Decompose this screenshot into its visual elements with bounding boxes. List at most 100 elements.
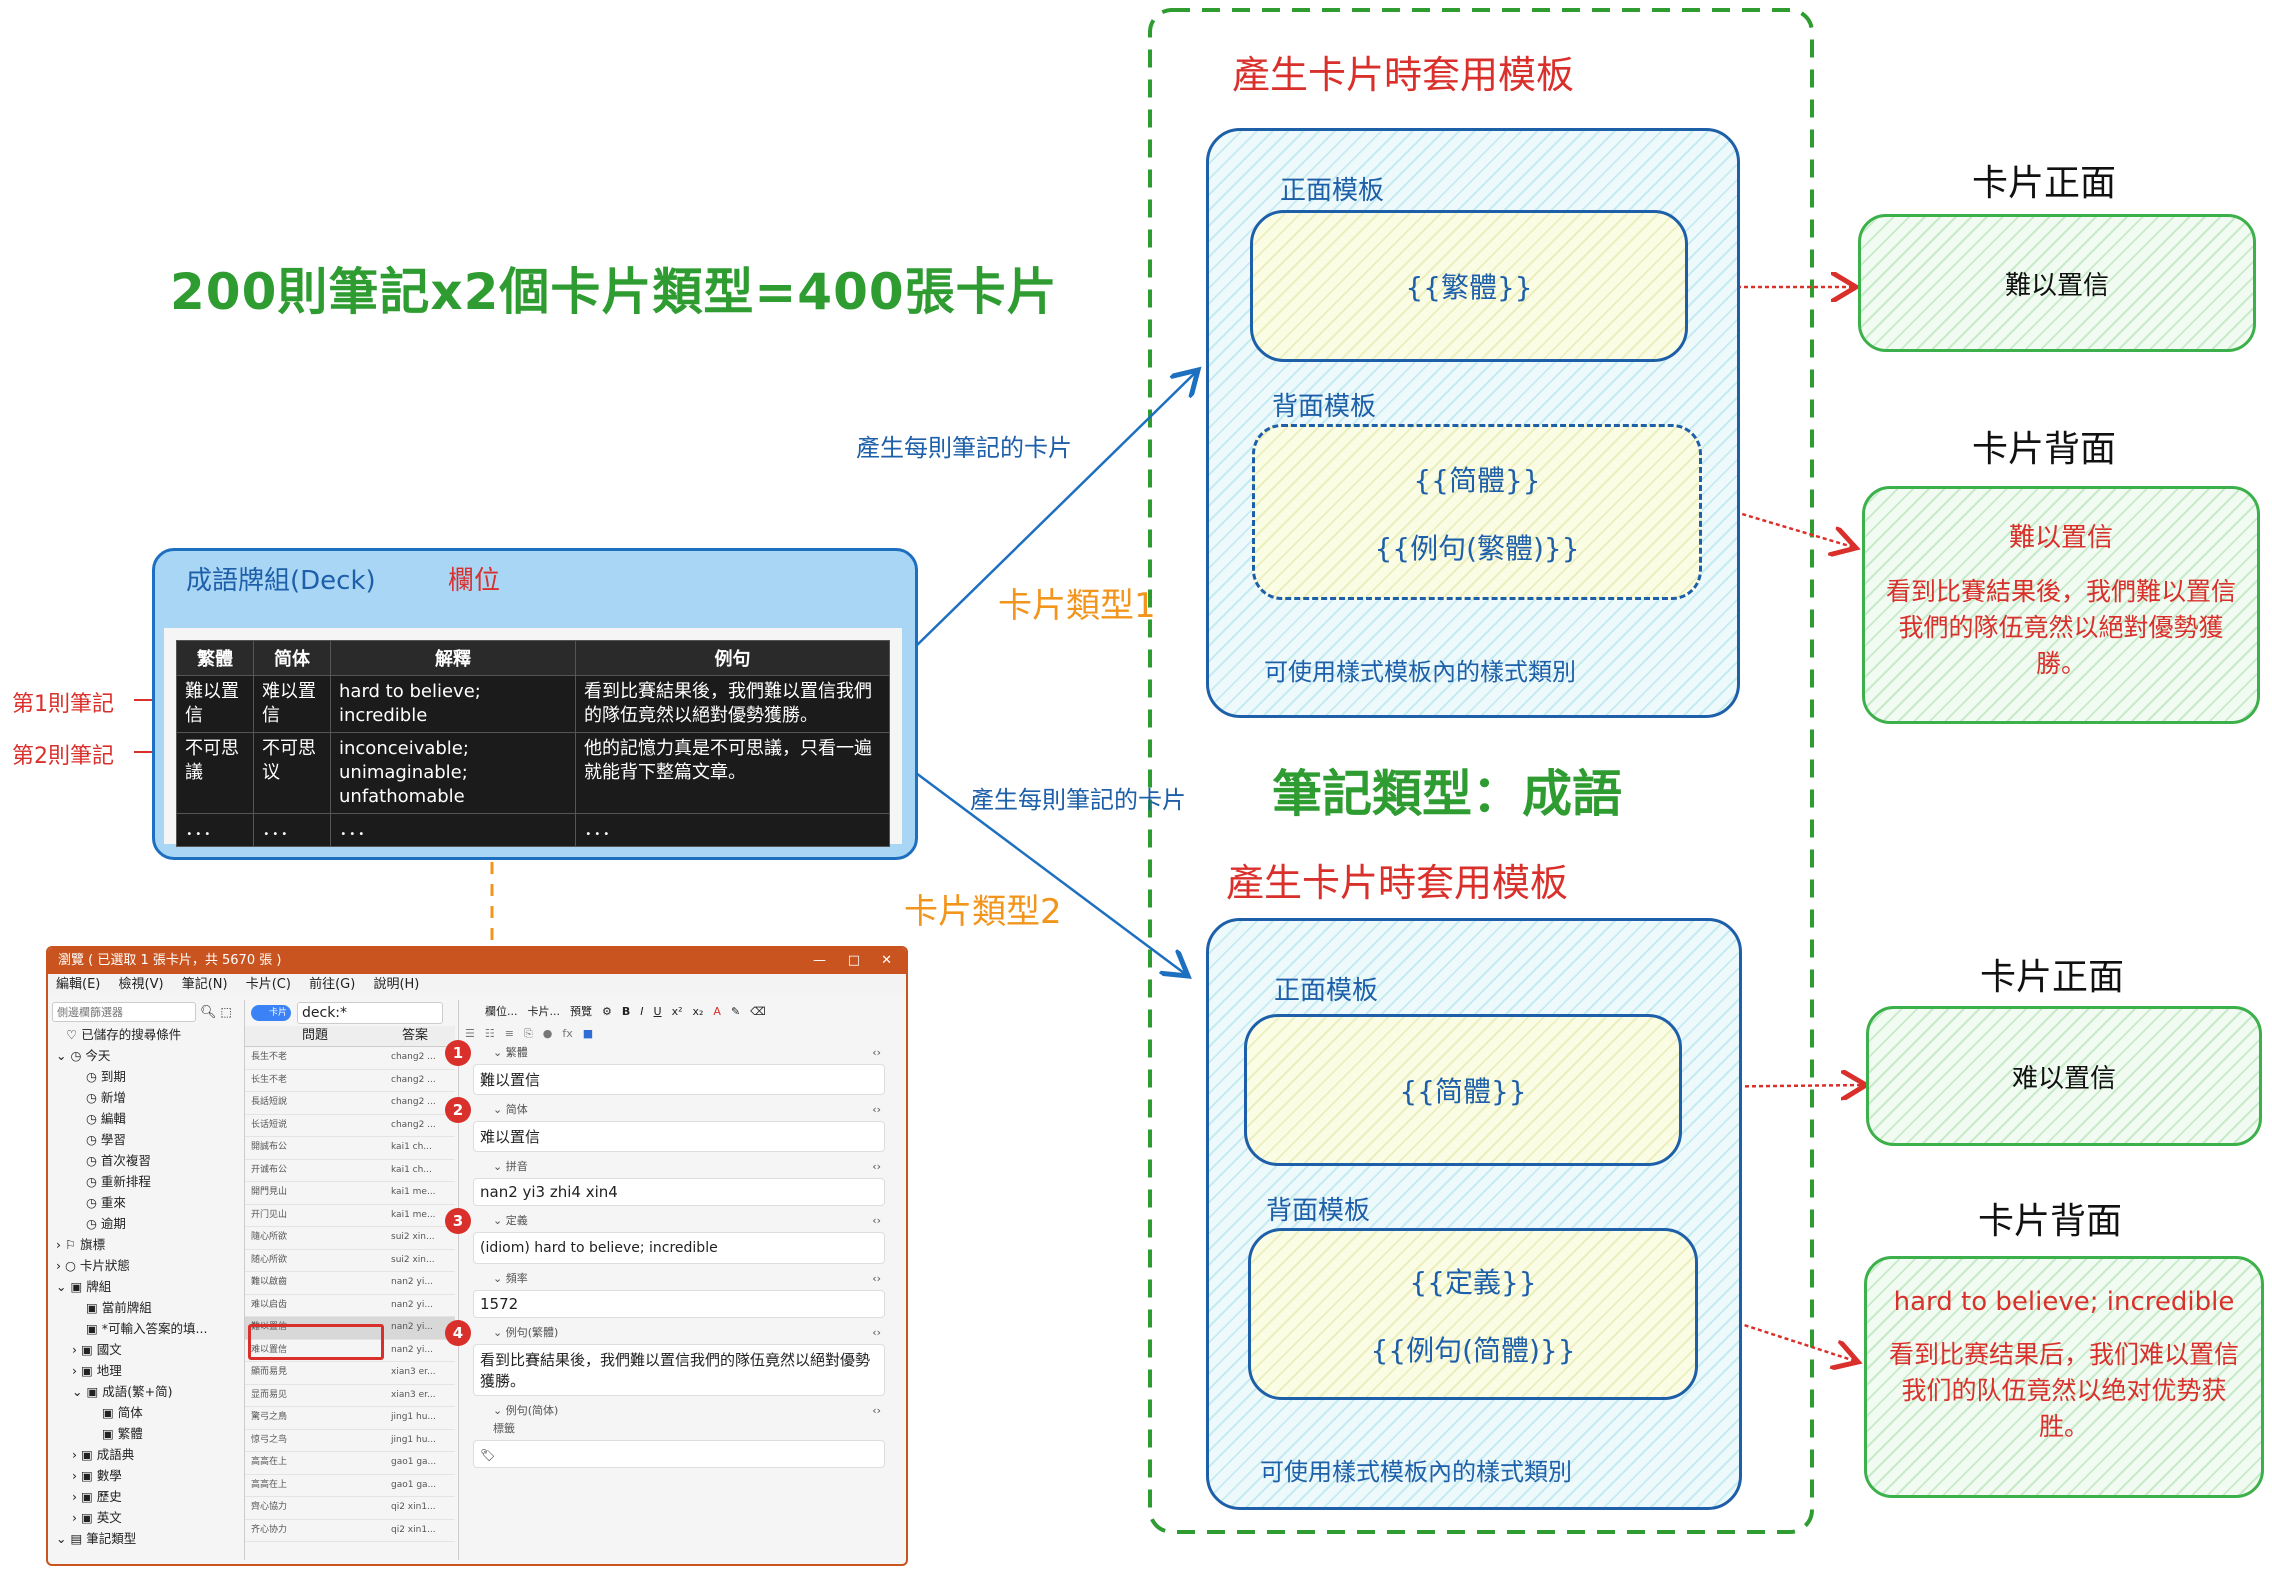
highlight-icon[interactable]: ✎ bbox=[730, 1005, 741, 1018]
sidebar-item[interactable]: ◷ 學習 bbox=[86, 1132, 126, 1147]
sidebar-item[interactable]: ▣ 當前牌組 bbox=[86, 1300, 152, 1315]
minimize-icon[interactable]: — bbox=[813, 953, 826, 968]
collapse-icon[interactable]: ⌄ bbox=[493, 1404, 506, 1417]
menu-item[interactable]: 說明(H) bbox=[373, 977, 420, 992]
formula-icon[interactable]: fx bbox=[562, 1027, 573, 1040]
menu-item[interactable]: 筆記(N) bbox=[181, 977, 228, 992]
collapse-icon[interactable]: ⌄ bbox=[493, 1272, 506, 1285]
field-label[interactable]: ⌄ 頻率‹› bbox=[473, 1270, 885, 1288]
sidebar-item[interactable]: ◷ 到期 bbox=[86, 1069, 126, 1084]
bold-icon[interactable]: B bbox=[621, 1005, 631, 1018]
sidebar-item[interactable]: ◷ 編輯 bbox=[86, 1111, 126, 1126]
sidebar-item[interactable]: ▣ *可輸入答案的填... bbox=[86, 1321, 208, 1336]
html-editor-icon[interactable]: ‹› bbox=[872, 1404, 881, 1417]
sidebar-item[interactable]: › ▣ 英文 bbox=[72, 1510, 122, 1525]
superscript-icon[interactable]: x² bbox=[671, 1005, 683, 1018]
field-label[interactable]: ⌄ 例句(繁體)‹› bbox=[473, 1324, 885, 1342]
menu-item[interactable]: 檢視(V) bbox=[118, 977, 164, 992]
menu-item[interactable]: 前往(G) bbox=[309, 977, 356, 992]
field-input[interactable]: 1572 bbox=[473, 1290, 885, 1318]
subscript-icon[interactable]: x₂ bbox=[692, 1005, 704, 1018]
sidebar-item[interactable]: ⌄ ▤ 筆記類型 bbox=[56, 1531, 137, 1546]
cards-button[interactable]: 卡片... bbox=[527, 1005, 561, 1018]
collapse-icon[interactable]: ⌄ bbox=[493, 1103, 506, 1116]
field-input[interactable]: 難以置信 bbox=[473, 1064, 885, 1095]
gear-icon[interactable]: ⚙ bbox=[602, 1005, 612, 1018]
field-label[interactable]: ⌄ 繁體‹› bbox=[473, 1044, 885, 1062]
numbered-list-icon[interactable]: ☷ bbox=[484, 1027, 495, 1040]
sidebar-item[interactable]: ▣ 简体 bbox=[102, 1405, 143, 1420]
sidebar-item[interactable]: ◷ 新增 bbox=[86, 1090, 126, 1105]
sidebar-item[interactable]: ⌄ ▣ 成語(繁+简) bbox=[72, 1384, 173, 1399]
underline-icon[interactable]: U bbox=[653, 1005, 662, 1018]
sidebar-search-input[interactable] bbox=[52, 1002, 196, 1022]
attach-icon[interactable]: ⎘ bbox=[523, 1027, 533, 1040]
html-editor-icon[interactable]: ‹› bbox=[872, 1326, 881, 1339]
sidebar-item[interactable]: ◷ 首次複習 bbox=[86, 1153, 151, 1168]
field-input[interactable]: 难以置信 bbox=[473, 1121, 885, 1152]
html-editor-icon[interactable]: ‹› bbox=[872, 1046, 881, 1059]
select-mode-icon[interactable]: ⬚ bbox=[220, 1005, 232, 1019]
align-icon[interactable]: ≡ bbox=[504, 1027, 514, 1040]
field-label[interactable]: ⌄ 例句(简体)‹› bbox=[473, 1402, 885, 1420]
sidebar-item[interactable]: ◷ 重新排程 bbox=[86, 1174, 151, 1189]
sidebar-item[interactable]: ▣ 繁體 bbox=[102, 1426, 143, 1441]
list-icon[interactable]: ☰ bbox=[465, 1027, 475, 1040]
fields-button[interactable]: 欄位... bbox=[485, 1005, 518, 1018]
search-input[interactable]: deck:* bbox=[297, 1002, 443, 1024]
column-header-question[interactable]: 問題 bbox=[301, 1028, 328, 1043]
text-color-icon[interactable]: A bbox=[713, 1005, 721, 1018]
sidebar-item[interactable]: ◷ 逾期 bbox=[86, 1216, 126, 1231]
field-input[interactable]: nan2 yi3 zhi4 xin4 bbox=[473, 1178, 885, 1206]
collapse-icon[interactable]: ⌄ bbox=[493, 1160, 506, 1173]
html-editor-icon[interactable]: ‹› bbox=[872, 1160, 881, 1173]
html-editor-icon[interactable]: ‹› bbox=[872, 1103, 881, 1116]
sidebar-item[interactable]: ⌄ ▣ 牌組 bbox=[56, 1279, 112, 1294]
sidebar-item[interactable]: › ▣ 地理 bbox=[72, 1363, 122, 1378]
sidebar-item[interactable]: › ▣ 成語典 bbox=[72, 1447, 135, 1462]
sidebar-item[interactable]: › ▣ 國文 bbox=[72, 1342, 122, 1357]
search-icon[interactable]: 🔍︎ bbox=[200, 1004, 217, 1020]
field-input[interactable]: 看到比賽結果後，我們難以置信我們的隊伍竟然以絕對優勢獲勝。 bbox=[473, 1344, 885, 1396]
maximize-icon[interactable]: □ bbox=[847, 953, 860, 968]
field-label[interactable]: ⌄ 定義‹› bbox=[473, 1212, 885, 1230]
tags-input[interactable]: 🏷︎ bbox=[473, 1440, 885, 1468]
sidebar-item[interactable]: › ⚐ 旗標 bbox=[56, 1237, 106, 1252]
menu-item[interactable]: 編輯(E) bbox=[56, 977, 101, 992]
eraser-icon[interactable]: ⌫ bbox=[750, 1005, 766, 1018]
collapse-icon[interactable]: ⌄ bbox=[493, 1046, 506, 1059]
sidebar-item[interactable]: › ○ 卡片狀態 bbox=[56, 1258, 130, 1273]
field-input[interactable]: (idiom) hard to believe; incredible bbox=[473, 1232, 885, 1264]
italic-icon[interactable]: I bbox=[640, 1005, 644, 1018]
menu-item[interactable]: 卡片(C) bbox=[245, 977, 291, 992]
sidebar-item[interactable]: ◷ 重來 bbox=[86, 1195, 126, 1210]
field-label[interactable]: ⌄ 简体‹› bbox=[473, 1101, 885, 1119]
template-icon[interactable]: ■ bbox=[582, 1027, 594, 1040]
html-editor-icon[interactable]: ‹› bbox=[872, 1214, 881, 1227]
column-header-answer[interactable]: 答案 bbox=[401, 1028, 428, 1043]
sidebar-item[interactable]: › ▣ 數學 bbox=[72, 1468, 122, 1483]
record-icon[interactable]: ● bbox=[542, 1027, 553, 1040]
cards-notes-toggle[interactable]: 卡片 bbox=[251, 1005, 291, 1021]
